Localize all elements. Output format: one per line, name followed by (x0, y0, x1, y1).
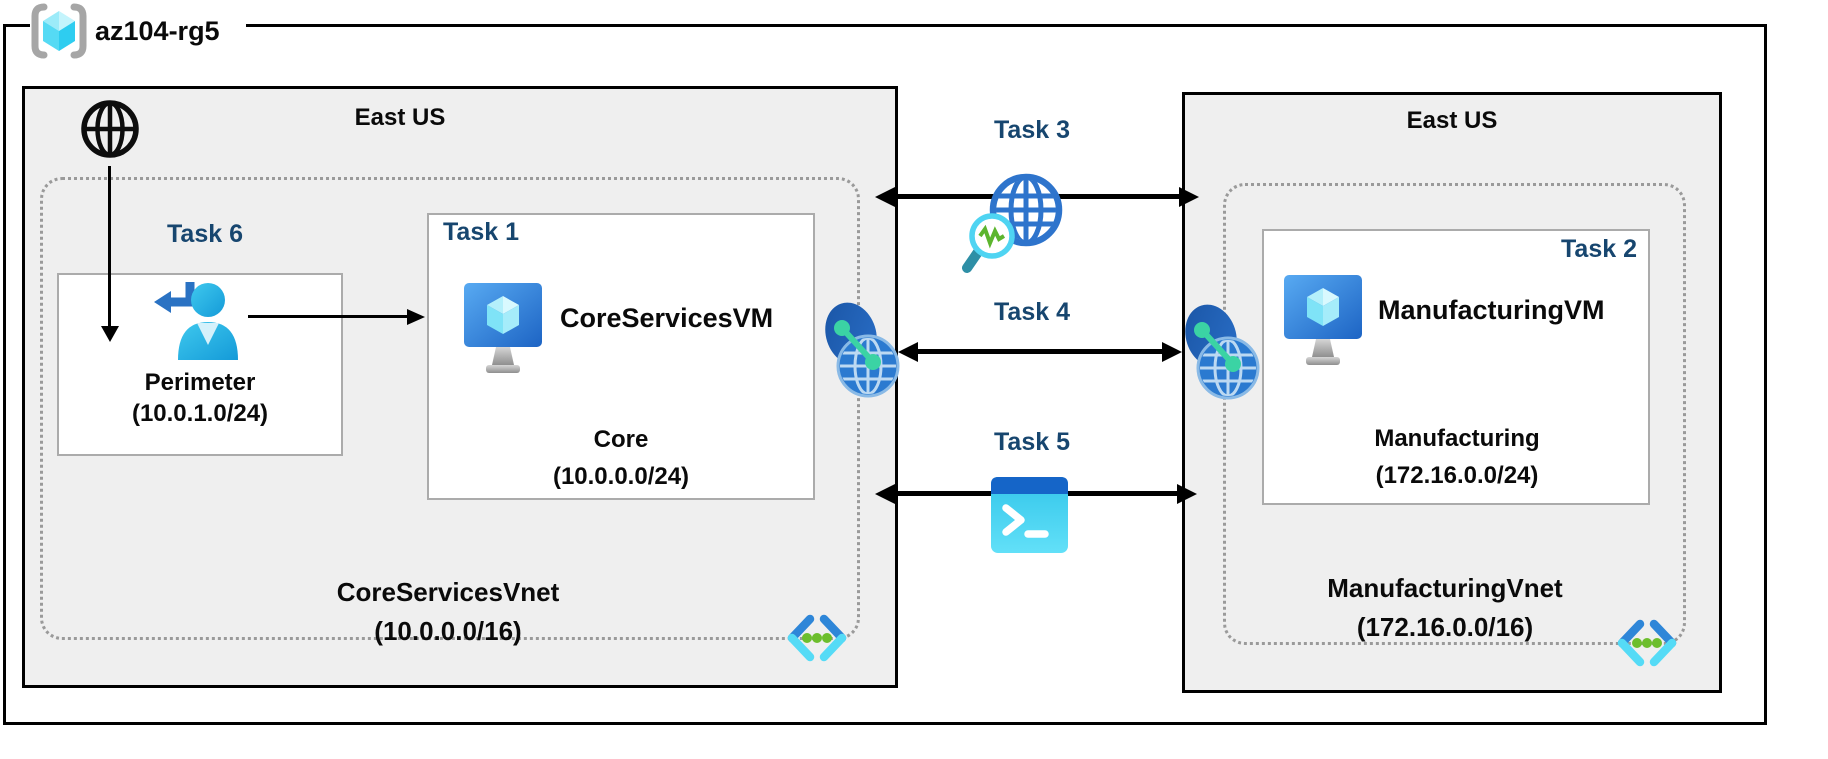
resource-group-title: az104-rg5 (95, 16, 220, 46)
user-signin-icon (154, 282, 238, 360)
vnet-right-boundary (1223, 183, 1686, 645)
core-subnet-cidr: (10.0.0.0/24) (552, 463, 690, 490)
resource-group-icon (31, 3, 87, 59)
task2-label: Task 2 (1561, 235, 1637, 263)
vnet-right-cidr: (172.16.0.0/16) (1356, 612, 1534, 642)
vnet-left-cidr: (10.0.0.0/16) (374, 616, 522, 646)
vnet-right-name: ManufacturingVnet (1327, 573, 1563, 603)
virtual-network-icon (787, 614, 847, 662)
task4-arrow (898, 341, 1182, 362)
perimeter-subnet-name: Perimeter (144, 369, 256, 396)
perimeter-to-core-arrow (248, 308, 425, 325)
task5-label: Task 5 (994, 428, 1070, 456)
vnet-peering-icon (825, 302, 900, 398)
core-vm-name: CoreServicesVM (560, 303, 774, 333)
cloud-shell-icon (991, 477, 1068, 553)
manufacturing-subnet-cidr: (172.16.0.0/24) (1375, 462, 1539, 489)
vnet-left-name: CoreServicesVnet (336, 577, 560, 607)
task3-label: Task 3 (994, 116, 1070, 144)
manufacturing-vm-name: ManufacturingVM (1378, 295, 1605, 325)
task6-label: Task 6 (167, 220, 243, 248)
core-subnet-label: Core (10.0.0.0/24) (430, 421, 812, 495)
internet-globe-icon (81, 100, 139, 158)
resource-group-frame (3, 24, 1767, 725)
task1-label: Task 1 (443, 218, 519, 246)
core-subnet-name: Core (593, 426, 649, 453)
internet-to-perimeter-arrow (100, 166, 119, 342)
core-subnet-box (427, 213, 815, 500)
perimeter-subnet-label: Perimeter (10.0.1.0/24) (60, 367, 340, 429)
vnet-peering-icon (1185, 304, 1260, 400)
virtual-machine-icon (1284, 275, 1362, 365)
vnet-right-label: ManufacturingVnet (172.16.0.0/16) (1245, 569, 1645, 647)
vnet-left-boundary (40, 177, 860, 640)
virtual-network-icon (1617, 619, 1677, 667)
manufacturing-subnet-label: Manufacturing (172.16.0.0/24) (1265, 420, 1649, 494)
virtual-machine-icon (464, 283, 542, 373)
vnet-left-label: CoreServicesVnet (10.0.0.0/16) (248, 573, 648, 651)
region-right-name: East US (1406, 107, 1498, 134)
network-watcher-icon (962, 173, 1063, 273)
manufacturing-subnet-name: Manufacturing (1374, 425, 1540, 452)
perimeter-subnet-cidr: (10.0.1.0/24) (131, 400, 269, 427)
region-left-name: East US (354, 104, 446, 131)
task4-label: Task 4 (994, 298, 1070, 326)
